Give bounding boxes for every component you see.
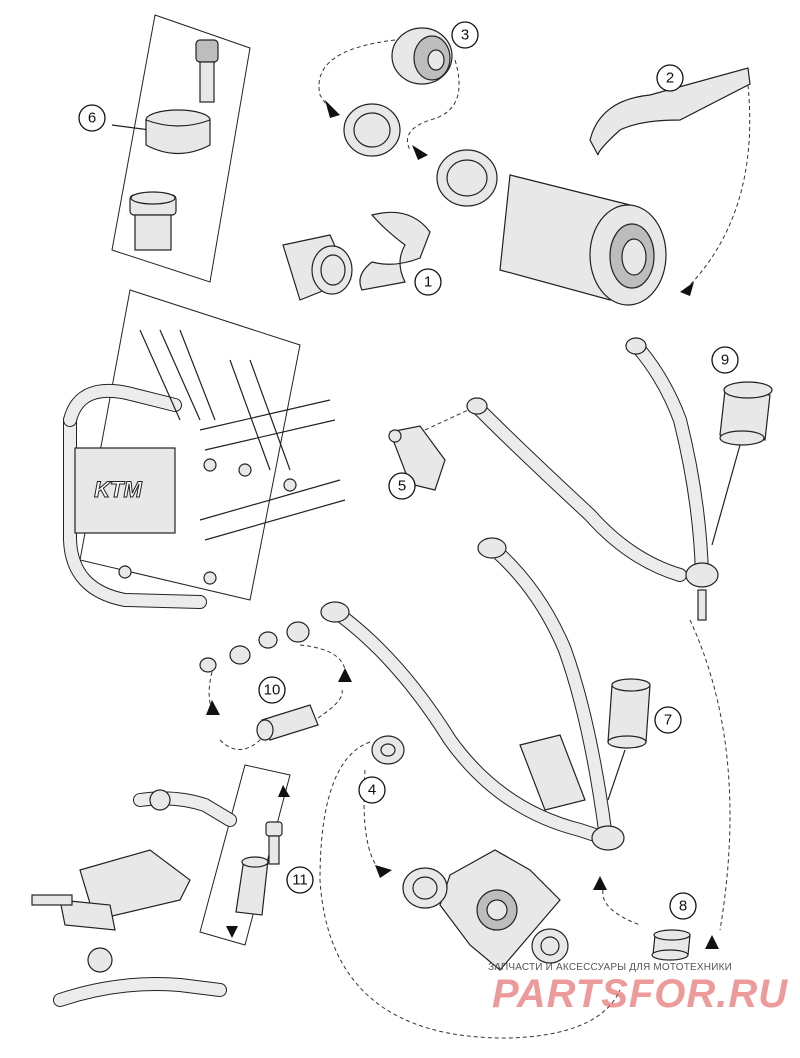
bushing-8	[602, 619, 731, 961]
callout-2: 2	[656, 64, 684, 92]
knuckle-bearing-right	[531, 928, 569, 964]
upper-a-arm	[466, 337, 719, 621]
tool-6-bolt-shaft	[199, 61, 215, 103]
svg-text:1: 1	[424, 274, 432, 291]
callout-10: 10	[258, 676, 286, 704]
hook-spanner-2	[589, 67, 751, 156]
lower-arm-eye-left	[320, 601, 350, 623]
bushing-kit-10	[199, 621, 346, 750]
housing-cylinder	[499, 174, 667, 306]
svg-text:2: 2	[666, 70, 674, 87]
callout-4: 4	[358, 776, 386, 804]
svg-text:9: 9	[721, 352, 729, 369]
assembly-arrows	[206, 100, 719, 949]
frame-plate	[74, 447, 176, 534]
frame-assembly: KTM	[63, 289, 346, 609]
lower-arm-eye-right	[477, 537, 507, 559]
callout-7: 7	[654, 706, 682, 734]
watermark-caption: ЗАПЧАСТИ И АКСЕССУАРЫ ДЛЯ МОТОТЕХНИКИ	[488, 962, 733, 973]
callout-3: 3	[451, 21, 479, 49]
callout-1: 1	[414, 268, 442, 296]
bushing-4	[371, 735, 405, 765]
svg-text:10: 10	[264, 682, 281, 699]
lower-ball-joint	[591, 825, 625, 851]
callout-6: 6	[78, 104, 106, 132]
svg-text:4: 4	[368, 782, 376, 799]
watermark-logo: PARTSFOR.RU	[492, 972, 789, 1016]
callout-8: 8	[669, 892, 697, 920]
wrench-1	[359, 211, 431, 291]
svg-text:6: 6	[88, 110, 96, 127]
tool-6-bolt-head	[195, 39, 219, 63]
callout-9: 9	[711, 346, 739, 374]
tool-1-group	[282, 211, 431, 301]
tool-6-frame	[111, 14, 251, 283]
tool-6-group	[111, 14, 251, 283]
steering-knuckle	[319, 735, 621, 1039]
upper-arm-eye-right	[625, 337, 647, 355]
tool-5	[388, 409, 469, 491]
tool-11-group	[199, 764, 291, 946]
knuckle-bearing-left	[402, 867, 448, 909]
svg-text:11: 11	[292, 872, 308, 889]
bushing-7	[607, 678, 651, 801]
bushing-9	[711, 381, 773, 546]
callout-5: 5	[388, 472, 416, 500]
lower-a-arm	[320, 537, 625, 851]
svg-text:5: 5	[398, 478, 406, 495]
bearing-set-3	[318, 27, 498, 207]
seal-ring	[343, 103, 401, 157]
upper-arm-eye-left	[466, 397, 488, 415]
upper-ball-joint	[685, 562, 719, 588]
svg-text:8: 8	[679, 898, 687, 915]
frame-logo: KTM	[94, 477, 142, 502]
svg-text:3: 3	[461, 27, 469, 44]
lower-left-assembly	[31, 789, 237, 1007]
callout-11: 11	[286, 866, 314, 894]
bearing-ring	[436, 149, 498, 207]
svg-text:7: 7	[664, 712, 672, 729]
